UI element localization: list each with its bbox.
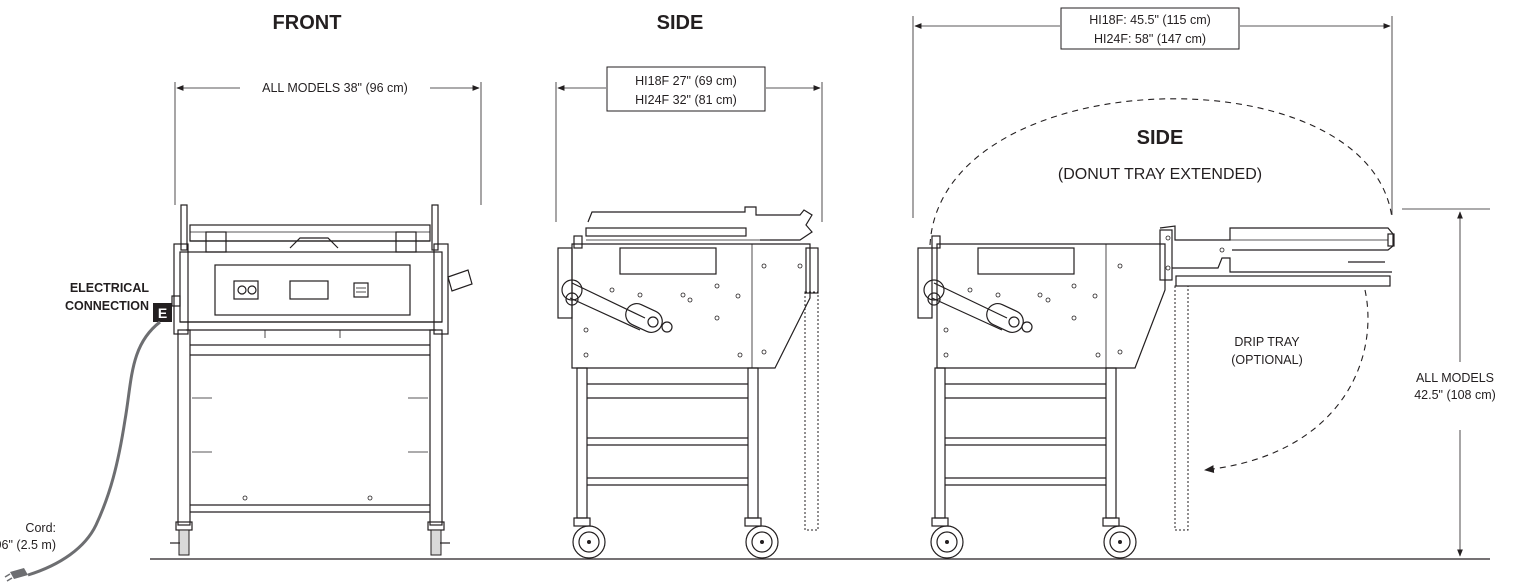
side-width-dimension: HI18F 27" (69 cm) HI24F 32" (81 cm) <box>555 66 823 222</box>
front-view-machine <box>170 204 473 556</box>
power-cord <box>27 320 161 577</box>
electrical-marker-box <box>153 303 172 322</box>
front-width-dimension: ALL MODELS 38" (96 cm) <box>174 81 482 205</box>
side-width-label-hi24f: HI24F 32" (81 cm) <box>635 93 737 107</box>
side-width-label-hi18f: HI18F 27" (69 cm) <box>635 74 737 88</box>
drip-tray-swing-arc <box>1204 289 1369 473</box>
extended-width-dimension: HI18F: 45.5" (115 cm) HI24F: 58" (147 cm… <box>912 7 1393 218</box>
extended-width-label-hi18f: HI18F: 45.5" (115 cm) <box>1089 13 1211 27</box>
drip-tray-label-line2: (OPTIONAL) <box>1231 353 1303 367</box>
electrical-marker-letter: E <box>158 305 167 321</box>
height-label-line2: 42.5" (108 cm) <box>1414 388 1496 402</box>
height-label-line1: ALL MODELS <box>1416 371 1494 385</box>
front-width-label: ALL MODELS 38" (96 cm) <box>262 81 408 95</box>
tray-swing-arc-large <box>929 98 1393 246</box>
electrical-label-line1: ELECTRICAL <box>70 281 150 295</box>
side-view-machine <box>557 206 819 559</box>
side-view-title: SIDE <box>657 12 704 34</box>
cord-label-line2: 96" (2.5 m) <box>0 538 56 552</box>
side-extended-machine <box>917 225 1395 559</box>
side-extended-subtitle: (DONUT TRAY EXTENDED) <box>1058 166 1262 183</box>
side-extended-title: SIDE <box>1137 127 1184 149</box>
cord-plug <box>10 568 28 579</box>
drip-tray-label-line1: DRIP TRAY <box>1234 335 1300 349</box>
front-view-title: FRONT <box>273 12 342 34</box>
cord-label-line1: Cord: <box>25 521 56 535</box>
electrical-connection-callout: ELECTRICAL CONNECTION E Cord: 96" (2.5 m… <box>0 281 181 582</box>
electrical-label-line2: CONNECTION <box>65 299 149 313</box>
height-dimension: ALL MODELS 42.5" (108 cm) <box>1402 208 1496 557</box>
extended-width-label-hi24f: HI24F: 58" (147 cm) <box>1094 32 1206 46</box>
